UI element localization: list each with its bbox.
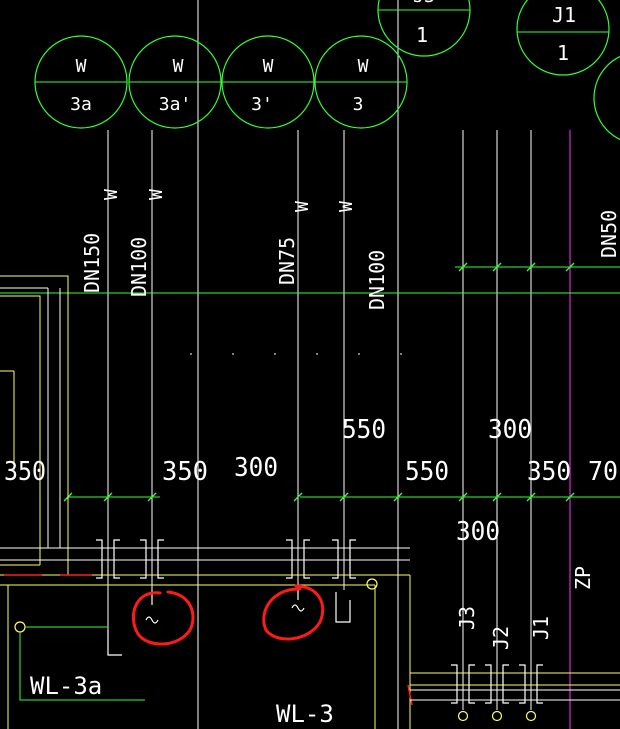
circle-bottom-label: 3a	[70, 94, 92, 115]
dim-550-upper: 550	[342, 415, 386, 445]
pipe-sleeves	[96, 539, 543, 704]
circle-partial-right	[593, 55, 620, 141]
pipe-tag-w: W	[146, 189, 167, 200]
drain-label-wl-3: WL-3	[276, 700, 334, 728]
pipe-size-dn75: DN75	[275, 237, 299, 285]
dim-550: 550	[405, 457, 449, 487]
pipe-size-dn100: DN100	[365, 250, 389, 310]
pipe-tags: W W W W DN150 DN100 DN75 DN100 DN50	[80, 189, 620, 310]
circle-top-label: W	[173, 56, 184, 77]
yellow-wall-outline	[0, 275, 620, 729]
circle-label-w-3: W 3	[314, 35, 408, 129]
pipe-size-dn50: DN50	[597, 210, 620, 258]
horizontal-pipes	[0, 287, 620, 701]
dim-350: 350	[162, 457, 208, 487]
riser-tag-j1: J1	[529, 616, 553, 640]
circle-label-j1-1: J1 1	[516, 0, 610, 76]
markup-circle-right	[262, 584, 325, 641]
circle-label-w-3a: W 3a	[34, 35, 128, 129]
drain-label-wl-3a: WL-3a	[30, 672, 102, 700]
circle-top-label: J3	[413, 0, 435, 7]
dim-300-upper: 300	[488, 415, 532, 445]
horizontal-guide-lines	[0, 266, 620, 294]
circle-bottom-label: 3a'	[159, 94, 192, 115]
dimension-lines	[63, 262, 620, 502]
riser-base-circles	[14, 578, 537, 722]
pipe-tag-w: W	[292, 201, 313, 212]
pipe-size-dn150: DN150	[80, 233, 104, 293]
dimension-numbers: 350 350 300 550 550 300 350 70 300	[4, 415, 618, 547]
circle-bottom-label: 3'	[251, 94, 273, 115]
pipe-tag-w: W	[336, 201, 357, 212]
dim-70: 70	[588, 457, 618, 487]
riser-tag-zp: ZP	[571, 566, 595, 590]
riser-tag-j2: J2	[489, 626, 513, 650]
pipe-tag-w: W	[101, 189, 122, 200]
trap-fittings	[107, 590, 351, 656]
circle-top-label: W	[358, 56, 369, 77]
circle-bottom-label: 3	[353, 94, 364, 115]
circle-label-w-3a-prime: W 3a'	[128, 35, 222, 129]
circle-top-label: W	[263, 56, 274, 77]
dim-300: 300	[234, 453, 278, 483]
circle-bottom-label: 1	[416, 23, 428, 47]
red-wall-segments	[4, 574, 413, 706]
riser-tags: J3 J2 J1 ZP	[455, 566, 595, 650]
pipe-size-dn100: DN100	[127, 237, 151, 297]
circle-label-w-3-prime: W 3'	[221, 35, 315, 129]
circle-bottom-label: 1	[557, 41, 569, 65]
dim-350-right: 350	[527, 457, 571, 487]
markup-circle-left	[131, 590, 195, 646]
circle-top-label: W	[76, 56, 87, 77]
riser-tag-j3: J3	[455, 606, 479, 630]
dim-300-lower: 300	[456, 517, 500, 547]
label-leader-lines	[19, 626, 145, 701]
circle-label-j3-1: J3 1	[377, 0, 471, 57]
dim-350-left: 350	[4, 457, 46, 487]
circle-top-label: J1	[552, 3, 576, 27]
